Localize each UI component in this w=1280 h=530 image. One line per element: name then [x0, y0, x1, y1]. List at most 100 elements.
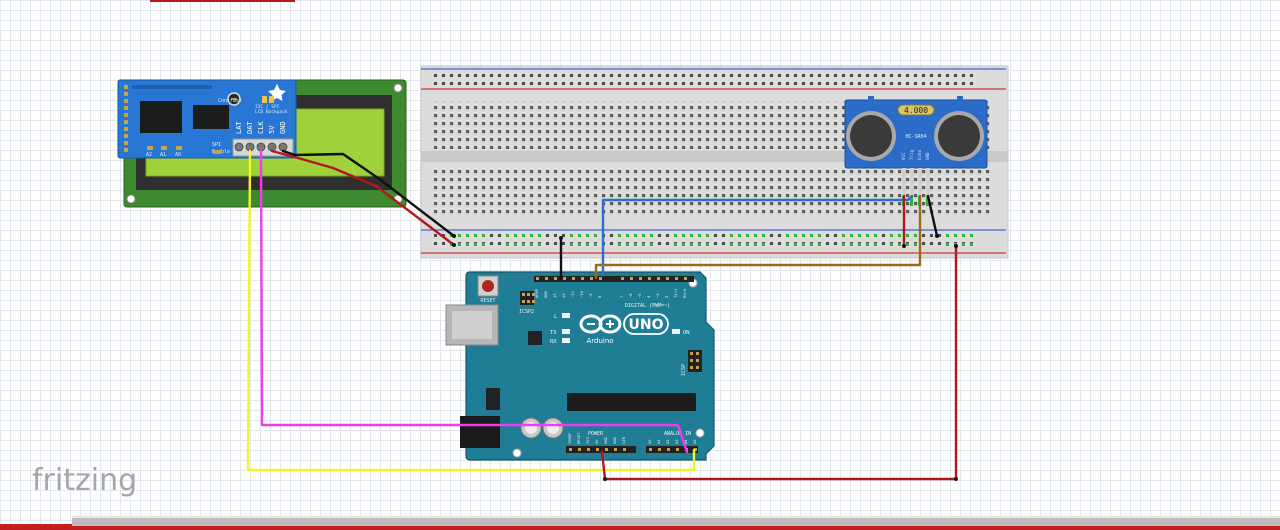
digital-header[interactable] — [534, 276, 694, 282]
pin-gnd-top: GND — [543, 290, 548, 298]
pin-ioref: IOREF — [567, 432, 572, 444]
center-channel — [421, 151, 1008, 162]
crystal-label: 4.000 — [904, 106, 928, 115]
pin-gnd-2: GND — [612, 436, 617, 444]
sensor-pin-vcc-lead[interactable] — [902, 168, 906, 196]
pin-4: 4 — [646, 295, 651, 298]
backpack-pin-clk-label: CLK — [257, 121, 265, 134]
wire-arduino-5v[interactable] — [600, 244, 958, 481]
arduino-logo-icon — [579, 314, 622, 334]
fritzing-watermark: fritzing — [32, 463, 137, 498]
pin-3: ~3 — [655, 293, 660, 298]
sensor-pin-vcc: VCC — [901, 152, 906, 160]
led-tx — [562, 329, 570, 334]
sensor-pin-trig-lead[interactable] — [910, 168, 914, 196]
wire-lcd-clk[interactable] — [259, 149, 689, 454]
uno-label: UNO — [629, 317, 664, 333]
pin-6: ~6 — [628, 293, 633, 298]
led-l — [562, 313, 570, 318]
digital-label: DIGITAL (PWM=~) — [625, 303, 670, 309]
ultrasonic-sensor[interactable]: 4.000 HC-SR04 VCC Trig Echo GND — [844, 96, 988, 196]
wire-sensor-gnd[interactable] — [926, 194, 939, 238]
analog-header[interactable] — [646, 446, 698, 453]
pin-a4: A4 — [683, 439, 688, 444]
jumper-a0-label: A0 — [175, 152, 181, 158]
backpack-pin-gnd-label: GND — [279, 121, 287, 134]
pin-a3: A3 — [674, 439, 679, 444]
sensor-model-label: HC-SR04 — [905, 134, 926, 140]
terminal-strip-bottom[interactable] — [430, 166, 990, 214]
pin-3v3: 3V3 — [585, 437, 590, 444]
icsp2-label: ICSP2 — [519, 309, 534, 315]
wire-lcd-gnd[interactable] — [281, 149, 456, 238]
backpack-pin-dat-label: DAT — [246, 121, 254, 134]
sensor-pin-echo-lead[interactable] — [918, 168, 922, 196]
backpack-pin-lat-label: LAT — [235, 121, 243, 134]
jumper-a1-label: A1 — [160, 152, 166, 158]
atmega-chip — [567, 393, 696, 411]
top-accent-line — [150, 0, 295, 2]
pin-8: 8 — [597, 295, 602, 298]
led-on-label: ON — [683, 330, 690, 336]
pin-10: ~10 — [579, 290, 584, 298]
arduino-brand: Arduino — [586, 337, 613, 345]
pin-rx0: RX←0 — [682, 288, 687, 298]
usb-chip — [528, 331, 542, 345]
pin-a0: A0 — [647, 439, 652, 444]
backpack-pin-5v-label: 5V — [268, 125, 276, 134]
terminal-lat[interactable] — [234, 142, 244, 152]
bottom-power-rail[interactable] — [430, 233, 978, 248]
bottom-accent-line — [72, 526, 1280, 530]
wire-end — [935, 234, 939, 238]
wire-end — [954, 477, 958, 481]
wire-trig[interactable] — [601, 194, 914, 277]
backpack-chip-1 — [140, 101, 182, 133]
pin-7: 7 — [619, 296, 624, 298]
wire-lcd-dat[interactable] — [246, 149, 696, 472]
analog-label: ANALOG IN — [664, 431, 691, 437]
sensor-pin-echo: Echo — [917, 149, 922, 160]
pin-gnd-1: GND — [603, 436, 608, 444]
led-l-label: L — [554, 314, 558, 320]
power-header[interactable] — [566, 446, 636, 453]
pin-a5: A5 — [692, 439, 697, 444]
wire-end — [452, 243, 456, 247]
pin-2: 2 — [664, 296, 669, 298]
pin-a2: A2 — [665, 439, 670, 444]
led-on — [672, 329, 680, 334]
wire-end — [559, 236, 563, 240]
sensor-pin-gnd-lead[interactable] — [926, 168, 930, 196]
pin-a1: A1 — [656, 439, 661, 444]
reset-button[interactable] — [482, 280, 494, 292]
wire-echo[interactable] — [594, 194, 922, 280]
pin-12: 12 — [561, 293, 566, 298]
icsp-label: ICSP — [681, 364, 687, 376]
horizontal-scrollbar-thumb[interactable] — [72, 518, 1280, 528]
wire-lcd-5v[interactable] — [270, 149, 456, 247]
jumper-a2-label: A2 — [146, 152, 152, 158]
sensor-pin-gnd: GND — [925, 152, 930, 160]
arduino-uno-board[interactable]: RESET ICSP2 AREF GND 13 12 ~11 ~10 ~9 8 … — [445, 271, 715, 461]
wire-end — [603, 477, 607, 481]
pin-aref: AREF — [534, 288, 539, 298]
pin-5v: 5V — [594, 439, 599, 444]
led-rx-label: RX — [550, 339, 557, 345]
sensor-pin-trig: Trig — [909, 149, 914, 160]
voltage-regulator — [486, 388, 500, 410]
wire-end — [902, 244, 906, 248]
power-label: POWER — [588, 431, 604, 437]
backpack-chip-2 — [193, 105, 229, 129]
led-rx — [562, 338, 570, 343]
pin-11: ~11 — [570, 290, 575, 298]
uno-badge — [623, 313, 669, 335]
wire-end — [452, 234, 456, 238]
reset-label: RESET — [480, 298, 495, 304]
power-jack[interactable] — [460, 416, 500, 448]
top-power-rail[interactable] — [430, 73, 978, 86]
wire-end — [954, 244, 958, 248]
status-accent — [0, 524, 72, 530]
pin-9: ~9 — [588, 293, 593, 298]
